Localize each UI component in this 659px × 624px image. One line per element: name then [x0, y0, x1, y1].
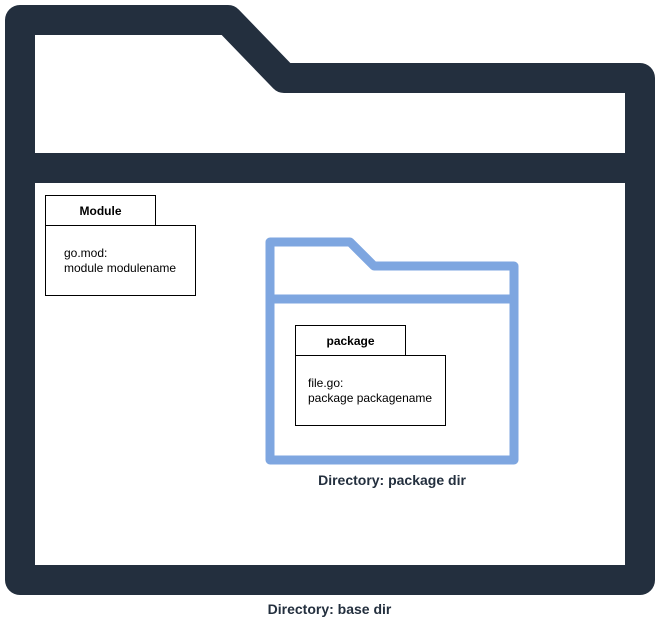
module-tab-label: Module: [79, 203, 122, 218]
module-body: go.mod: module modulename: [45, 225, 196, 296]
base-dir-caption: Directory: base dir: [267, 601, 392, 617]
module-line-1: go.mod:: [64, 246, 108, 260]
package-line-1: file.go:: [308, 376, 344, 390]
module-line-2: module modulename: [64, 261, 177, 275]
module-tab: Module: [45, 195, 156, 226]
package-body: file.go: package packagename: [295, 355, 446, 426]
package-tab: package: [295, 325, 406, 356]
package-tab-label: package: [326, 333, 375, 348]
package-dir-caption: Directory: package dir: [318, 472, 466, 488]
package-line-2: package packagename: [308, 391, 433, 405]
